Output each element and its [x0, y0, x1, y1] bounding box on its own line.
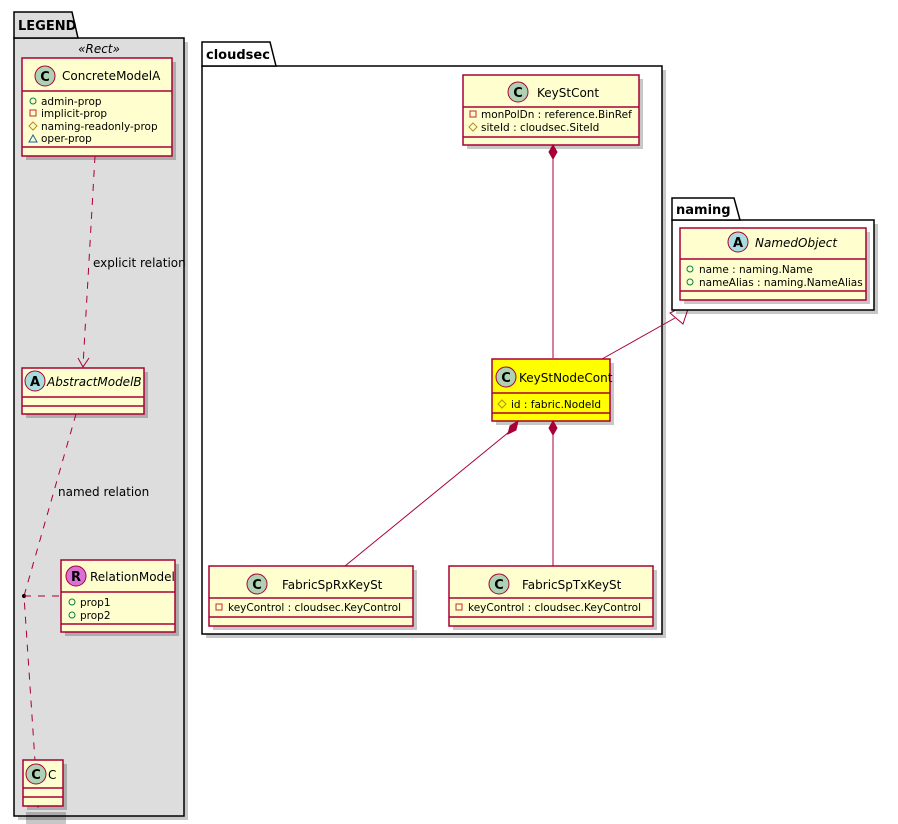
- public-visibility-icon: [29, 97, 37, 105]
- class-concrete-model-a[interactable]: C ConcreteModelA admin-prop implicit-pro…: [21, 57, 176, 160]
- class-c[interactable]: C C: [22, 759, 67, 824]
- class-name: KeyStCont: [537, 86, 599, 100]
- public-visibility-icon: [686, 265, 694, 273]
- attr-name-alias: nameAlias : naming.NameAlias: [699, 277, 863, 289]
- edge-keystnodecont-fabricsprx: [344, 419, 519, 567]
- private-visibility-icon: [29, 109, 37, 117]
- svg-text:C: C: [40, 70, 50, 85]
- package-legend-title: LEGEND: [18, 19, 77, 34]
- class-name: FabricSpRxKeySt: [282, 578, 383, 592]
- relation-spot-icon: R: [65, 565, 87, 587]
- svg-text:R: R: [71, 570, 81, 585]
- svg-text:C: C: [494, 578, 504, 593]
- abstract-spot-icon: A: [24, 370, 46, 392]
- public-visibility-icon: [686, 278, 694, 286]
- class-name: FabricSpTxKeySt: [522, 578, 622, 592]
- attr-mon-pol-dn: monPolDn : reference.BinRef: [481, 109, 632, 121]
- class-spot-icon: C: [34, 65, 56, 87]
- package-legend-body: [13, 37, 185, 817]
- protected-visibility-icon: [468, 122, 478, 132]
- attr-name: name : naming.Name: [699, 264, 813, 276]
- class-abstract-model-b[interactable]: A AbstractModelB: [21, 367, 148, 418]
- class-fabric-sp-tx-key-st[interactable]: C FabricSpTxKeySt keyControl : cloudsec.…: [448, 565, 657, 630]
- svg-text:C: C: [513, 86, 523, 101]
- edge-explicit-relation: explicit relation: [77, 155, 186, 368]
- attr-prop2: prop2: [80, 610, 111, 622]
- public-visibility-icon: [68, 598, 76, 606]
- package-naming-tab: [671, 197, 741, 221]
- svg-text:C: C: [501, 371, 511, 386]
- class-name: AbstractModelB: [46, 375, 142, 389]
- protected-visibility-icon: [28, 121, 38, 131]
- package-legend-tab: [13, 11, 79, 39]
- class-name: KeyStNodeCont: [519, 371, 613, 385]
- edge-label-named: named relation: [58, 485, 149, 499]
- svg-text:A: A: [733, 236, 743, 251]
- attr-implicit-prop: implicit-prop: [41, 108, 107, 120]
- composition-diamond-icon: [548, 419, 558, 437]
- arrowhead-icon: [77, 357, 90, 368]
- edge-keystcont-keystnodecont: [548, 143, 558, 358]
- class-spot-icon: C: [495, 366, 517, 388]
- class-name: C: [48, 768, 56, 782]
- attr-naming-readonly-prop: naming-readonly-prop: [41, 121, 158, 133]
- package-cloudsec-body: [201, 65, 663, 635]
- package-cloudsec-tab: [201, 41, 277, 67]
- class-relation-model[interactable]: R RelationModel prop1 prop2: [60, 559, 179, 636]
- svg-text:C: C: [252, 578, 262, 593]
- private-visibility-icon: [215, 603, 223, 611]
- edge-keystnodecont-fabricsptx: [548, 419, 558, 566]
- public-visibility-icon: [68, 611, 76, 619]
- class-name: NamedObject: [755, 236, 838, 250]
- package-legend: LEGEND «Rect»: [13, 11, 188, 820]
- class-fabric-sp-rx-key-st[interactable]: C FabricSpRxKeySt keyControl : cloudsec.…: [208, 565, 417, 630]
- attr-oper-prop: oper-prop: [41, 133, 92, 145]
- edge-named-relation: named relation: [22, 413, 149, 809]
- package-cloudsec-title: cloudsec: [206, 48, 270, 63]
- legend-stereotype: «Rect»: [78, 42, 120, 56]
- package-visibility-icon: [28, 133, 38, 143]
- svg-text:A: A: [30, 375, 40, 390]
- class-key-st-cont[interactable]: C KeyStCont monPolDn : reference.BinRef …: [462, 74, 643, 149]
- package-cloudsec: cloudsec: [201, 41, 666, 638]
- composition-diamond-icon: [548, 143, 558, 161]
- composition-diamond-icon: [507, 419, 519, 435]
- attr-prop1: prop1: [80, 597, 111, 609]
- class-named-object[interactable]: A NamedObject name : naming.Name nameAli…: [679, 227, 870, 304]
- private-visibility-icon: [455, 603, 463, 611]
- class-spot-icon: C: [25, 763, 47, 785]
- svg-text:C: C: [31, 768, 41, 783]
- protected-visibility-icon: [497, 399, 507, 409]
- edge-label-explicit: explicit relation: [93, 256, 186, 270]
- class-spot-icon: C: [507, 81, 529, 103]
- class-spot-icon: C: [488, 573, 510, 595]
- private-visibility-icon: [469, 110, 477, 118]
- package-naming-title: naming: [676, 203, 731, 218]
- attr-id: id : fabric.NodeId: [511, 399, 601, 411]
- class-key-st-node-cont[interactable]: C KeyStNodeCont id : fabric.NodeId: [491, 358, 614, 425]
- attr-site-id: siteId : cloudsec.SiteId: [481, 122, 599, 134]
- attr-admin-prop: admin-prop: [41, 96, 102, 108]
- class-spot-icon: C: [246, 573, 268, 595]
- abstract-spot-icon: A: [727, 231, 749, 253]
- class-name: RelationModel: [90, 570, 175, 584]
- class-name: ConcreteModelA: [62, 69, 161, 83]
- attr-key-control: keyControl : cloudsec.KeyControl: [228, 602, 401, 614]
- attr-key-control: keyControl : cloudsec.KeyControl: [468, 602, 641, 614]
